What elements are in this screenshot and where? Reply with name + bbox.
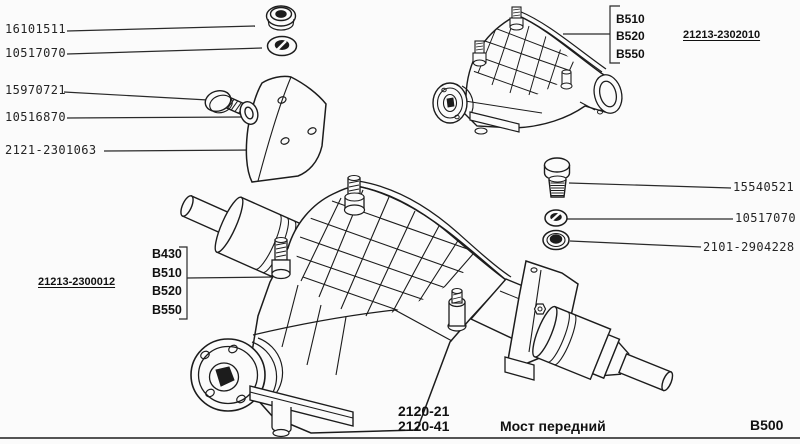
part-number-10517070-left: 10517070 xyxy=(5,46,66,60)
assembly-number-21213-2302010: 21213-2302010 xyxy=(683,29,761,41)
variant-item: B510 xyxy=(152,265,182,280)
bolt-and-washer-drawing xyxy=(204,89,259,125)
upper-assembly-drawing xyxy=(432,6,623,135)
model-code-2120-41: 2120-41 xyxy=(398,418,450,434)
variant-bracket-main xyxy=(179,246,275,320)
part-number-2121-2301063: 2121-2301063 xyxy=(5,143,97,157)
part-number-10517070-right: 10517070 xyxy=(735,211,796,225)
main-assembly-drawing xyxy=(180,174,674,438)
diagram-title: Мост передний xyxy=(500,418,606,434)
variant-list-main: B430 B510 B520 B550 xyxy=(152,245,182,319)
part-number-16101511: 16101511 xyxy=(5,22,66,36)
flat-washer-drawing xyxy=(542,229,570,251)
spring-washer-left-drawing xyxy=(266,35,298,57)
bracket-plate-drawing xyxy=(245,75,327,183)
nut-drawing xyxy=(265,5,297,31)
variant-item: B430 xyxy=(152,247,182,261)
mount-bolt-drawing xyxy=(543,157,571,198)
part-number-10516870: 10516870 xyxy=(5,110,66,124)
spring-washer-right-drawing xyxy=(544,209,568,227)
variant-item: B550 xyxy=(152,302,182,317)
variant-list-upper: B510 B520 B550 xyxy=(616,11,645,63)
part-number-2101-2904228: 2101-2904228 xyxy=(703,240,795,254)
variant-item: B510 xyxy=(616,12,645,26)
section-code-b500: B500 xyxy=(750,417,784,433)
variant-item: B550 xyxy=(616,46,645,61)
variant-bracket-upper xyxy=(563,5,620,64)
part-number-15540521: 15540521 xyxy=(733,180,794,194)
model-code-2120-21: 2120-21 xyxy=(398,403,450,419)
assembly-number-21213-2300012: 21213-2300012 xyxy=(38,276,116,288)
part-number-15970721: 15970721 xyxy=(5,83,66,97)
leader-lines xyxy=(63,5,733,320)
variant-item: B520 xyxy=(152,284,182,299)
variant-item: B520 xyxy=(616,29,645,44)
